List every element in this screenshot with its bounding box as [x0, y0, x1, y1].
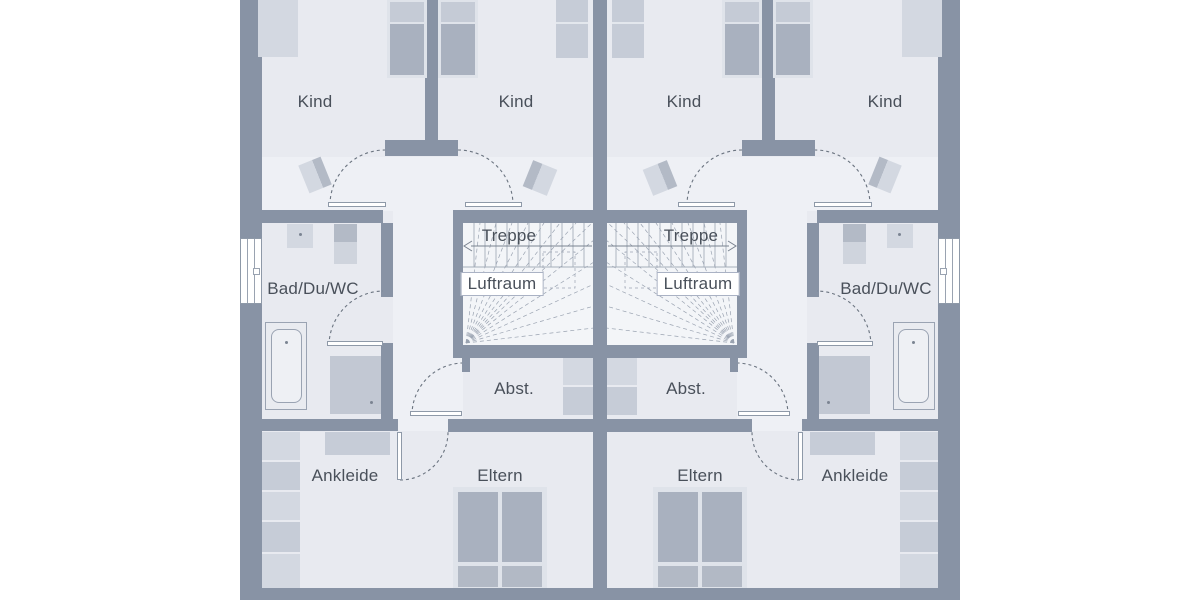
- bed-child: [438, 0, 478, 78]
- door-leaf: [465, 202, 522, 207]
- wall-storage-stub: [462, 358, 470, 372]
- bed-mattress: [458, 492, 498, 562]
- drain-dot: [285, 341, 288, 344]
- room-label-kind: Kind: [498, 92, 534, 111]
- wall-dressing-north: [262, 419, 398, 431]
- room-label-ankleide: Ankleide: [311, 466, 379, 485]
- wardrobe-segment: [262, 492, 300, 520]
- wardrobe-column: [262, 432, 300, 588]
- faucet-dot: [299, 233, 302, 236]
- wall-hall-south-left: [262, 210, 383, 223]
- door-leaf: [738, 411, 790, 416]
- wall-kind-divider: [425, 0, 438, 140]
- room-label-bad: Bad/Du/WC: [840, 279, 932, 298]
- wall-stairs-west: [453, 223, 463, 345]
- door-swing-arcs: [328, 149, 514, 481]
- wall-bath-east-lower: [381, 343, 393, 419]
- door-leaf: [397, 432, 402, 480]
- door-leaf: [410, 411, 462, 416]
- wall-stairs-south: [453, 345, 594, 358]
- door-leaf: [328, 202, 386, 207]
- house-left: [240, 0, 607, 600]
- room-label-treppe: Treppe: [481, 226, 537, 245]
- room-label-ankleide: Ankleide: [821, 466, 889, 485]
- door-swing-arcs: [686, 149, 872, 481]
- bed-pillow: [441, 2, 475, 22]
- wardrobe-segment: [262, 432, 300, 460]
- drain-dot: [370, 401, 373, 404]
- door-leaf: [678, 202, 735, 207]
- bed-parents: [453, 487, 547, 592]
- wall-hall-south-right: [453, 210, 594, 223]
- stair-direction-arrow: [463, 240, 592, 252]
- bathtub: [265, 322, 307, 410]
- toilet-cistern: [334, 224, 357, 242]
- stair-landing-outline: [542, 251, 576, 289]
- room-label-luftraum: Luftraum: [460, 272, 544, 296]
- window: [240, 238, 262, 304]
- room-label-kind: Kind: [666, 92, 702, 111]
- room-label-abst: Abst.: [666, 379, 706, 398]
- plan-linework: [605, 149, 872, 481]
- shower: [330, 356, 381, 414]
- room-label-eltern: Eltern: [677, 466, 723, 485]
- stair-direction-arrow: [608, 240, 737, 252]
- room-label-bad: Bad/Du/WC: [267, 279, 359, 298]
- wardrobe-shelf-line: [556, 22, 588, 24]
- room-label-luftraum: Luftraum: [656, 272, 740, 296]
- wardrobe: [258, 0, 298, 57]
- bed-mattress: [390, 24, 424, 75]
- stair-landing-outline: [624, 251, 658, 289]
- wall-divider-foot: [385, 140, 458, 156]
- shelf-box: [563, 358, 594, 385]
- room-label-abst: Abst.: [494, 379, 534, 398]
- bed-foot-panel: [502, 566, 542, 587]
- room-label-treppe: Treppe: [663, 226, 719, 245]
- bed-mattress: [502, 492, 542, 562]
- bed-child: [387, 0, 427, 78]
- wardrobe-segment: [262, 462, 300, 490]
- wardrobe-segment: [262, 522, 300, 552]
- plan-linework: [328, 149, 595, 481]
- stair-treads: [606, 223, 737, 268]
- shelf-box: [563, 387, 594, 415]
- room-label-kind: Kind: [867, 92, 903, 111]
- door-leaf: [814, 202, 872, 207]
- wall-parents-north: [448, 419, 594, 432]
- wall-exterior-bottom: [240, 588, 960, 600]
- wardrobe: [325, 432, 390, 455]
- door-leaf: [327, 341, 383, 346]
- room-label-eltern: Eltern: [477, 466, 523, 485]
- wardrobe-segment: [262, 554, 300, 588]
- corridor-floor: [393, 211, 463, 431]
- toilet: [334, 224, 357, 264]
- house-right: [593, 0, 960, 600]
- window-handle-icon: [253, 268, 260, 275]
- room-label-kind: Kind: [297, 92, 333, 111]
- door-leaf: [798, 432, 803, 480]
- window-mullion: [247, 239, 248, 303]
- wall-party: [593, 0, 607, 600]
- door-leaf: [817, 341, 873, 346]
- bed-mattress: [441, 24, 475, 75]
- washbasin: [287, 224, 313, 248]
- wall-bath-east-upper: [381, 223, 393, 297]
- storage-shelf: [563, 358, 594, 415]
- wardrobe: [556, 0, 588, 58]
- bed-foot-panel: [458, 566, 498, 587]
- bed-pillow: [390, 2, 424, 22]
- toilet-bowl: [334, 242, 357, 264]
